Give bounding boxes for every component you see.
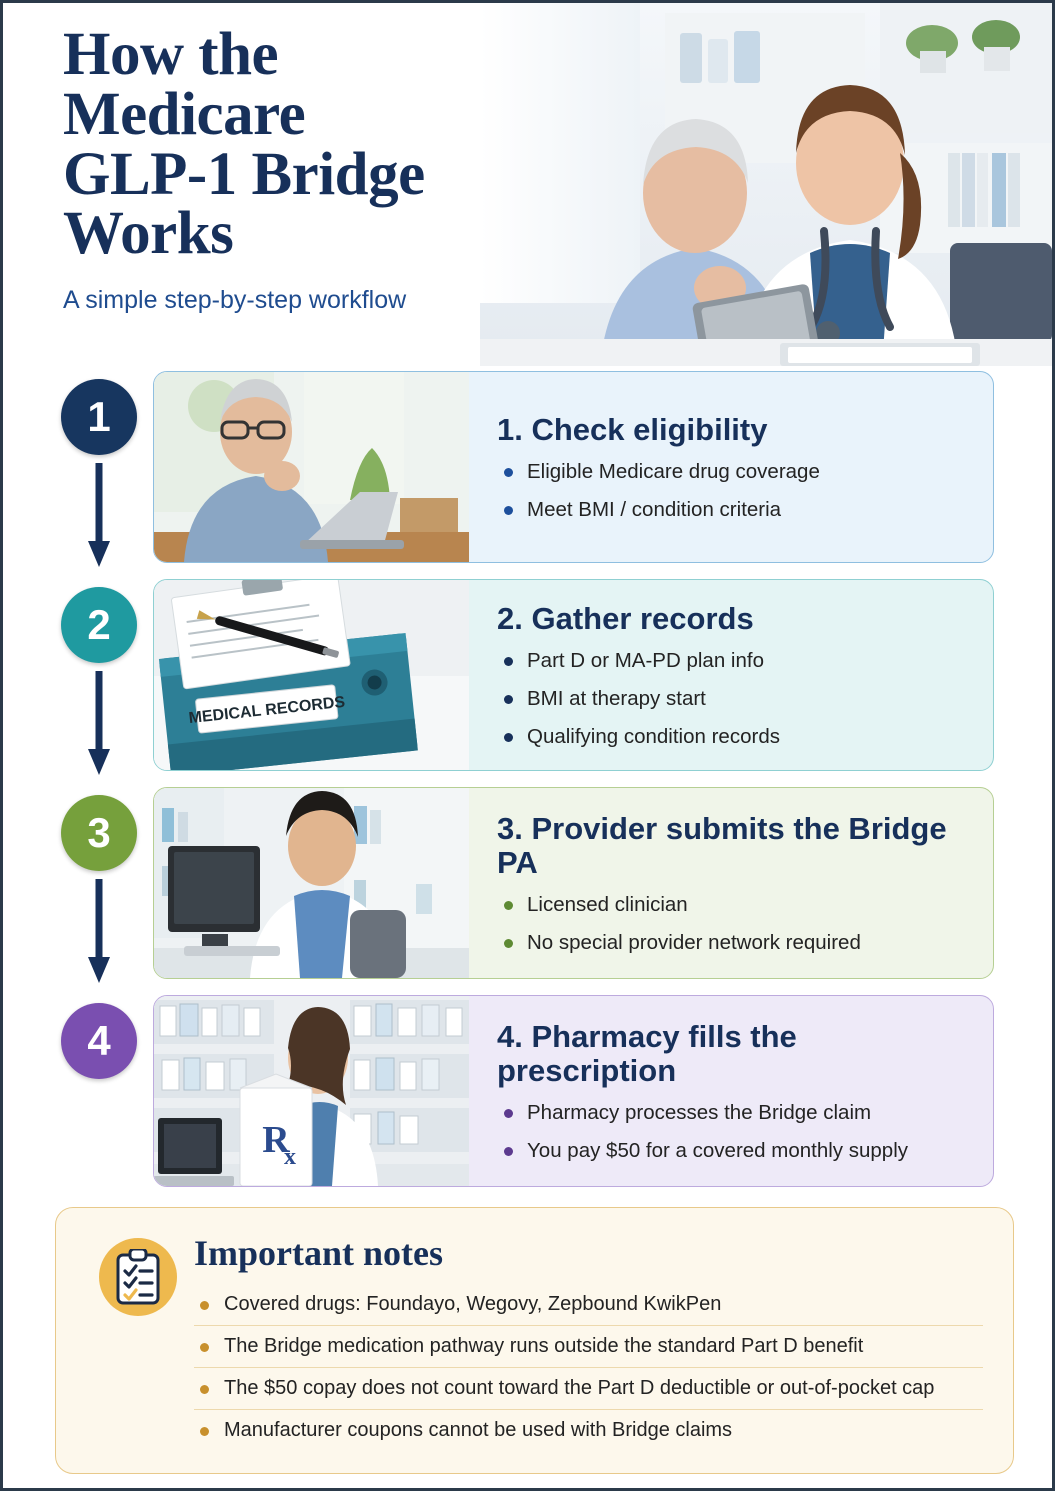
step-2-bullets: Part D or MA-PD plan info BMI at therapy… <box>497 648 967 751</box>
step-4-body: 4. Pharmacy fills the prescription Pharm… <box>469 996 993 1186</box>
step-4-photo: R x <box>154 996 469 1186</box>
step-1-title: 1. Check eligibility <box>497 411 768 447</box>
step-2-badge: 2 <box>61 587 137 663</box>
step-2-number: 2 <box>87 601 111 648</box>
step-1-photo <box>154 372 469 562</box>
step-4-badge: 4 <box>61 1003 137 1079</box>
step-1-arrow-down-icon <box>88 463 110 568</box>
step-row-4: 4 <box>3 995 1052 1187</box>
step-4-bullets: Pharmacy processes the Bridge claim You … <box>497 1100 967 1164</box>
step-3-body: 3. Provider submits the Bridge PA Licens… <box>469 788 993 978</box>
svg-text:x: x <box>284 1144 296 1170</box>
list-item: The Bridge medication pathway runs outsi… <box>194 1326 983 1368</box>
notes-title: Important notes <box>194 1233 443 1273</box>
step-3-arrow-down-icon <box>88 879 110 984</box>
step-1-bullets: Eligible Medicare drug coverage Meet BMI… <box>497 459 967 523</box>
step-row-1: 1 <box>3 371 1052 567</box>
list-item: No special provider network required <box>497 930 967 956</box>
page-subtitle: A simple step-by-step workflow <box>63 286 407 315</box>
step-2-card[interactable]: MEDICAL RECORDS <box>153 579 994 771</box>
list-item: Manufacturer coupons cannot be used with… <box>194 1410 983 1451</box>
step-2-photo: MEDICAL RECORDS <box>154 580 469 770</box>
step-row-2: 2 <box>3 579 1052 775</box>
list-item: Eligible Medicare drug coverage <box>497 459 967 485</box>
clinician-computer-icon <box>154 788 469 978</box>
step-1-number: 1 <box>87 393 111 440</box>
svg-text:R: R <box>262 1119 290 1161</box>
list-item: Covered drugs: Foundayo, Wegovy, Zepboun… <box>194 1284 983 1326</box>
step-4-card[interactable]: R x 4. Pharmacy fills the prescription P… <box>153 995 994 1187</box>
notes-icon-wrap <box>82 1232 194 1316</box>
list-item: You pay $50 for a covered monthly supply <box>497 1138 967 1164</box>
list-item: BMI at therapy start <box>497 686 967 712</box>
important-notes-panel: Important notes Covered drugs: Foundayo,… <box>55 1207 1014 1474</box>
step-2-title: 2. Gather records <box>497 600 754 636</box>
step-3-badge: 3 <box>61 795 137 871</box>
list-item: The $50 copay does not count toward the … <box>194 1368 983 1410</box>
notes-list: Covered drugs: Foundayo, Wegovy, Zepboun… <box>194 1284 983 1451</box>
steps-list: 1 <box>3 371 1052 1187</box>
list-item: Licensed clinician <box>497 892 967 918</box>
step-1-body: 1. Check eligibility Eligible Medicare d… <box>469 372 993 562</box>
list-item: Pharmacy processes the Bridge claim <box>497 1100 967 1126</box>
pharmacist-rx-bag-icon: R x <box>154 996 469 1186</box>
step-4-title: 4. Pharmacy fills the prescription <box>497 1018 797 1088</box>
doctor-patient-photo-icon <box>480 3 1052 366</box>
step-3-title: 3. Provider submits the Bridge PA <box>497 810 947 880</box>
step-1-badge: 1 <box>61 379 137 455</box>
list-item: Meet BMI / condition criteria <box>497 497 967 523</box>
step-row-3: 3 <box>3 787 1052 983</box>
step-2-arrow-down-icon <box>88 671 110 776</box>
step-3-card[interactable]: 3. Provider submits the Bridge PA Licens… <box>153 787 994 979</box>
step-1-card[interactable]: 1. Check eligibility Eligible Medicare d… <box>153 371 994 563</box>
step-3-number: 3 <box>87 809 111 856</box>
step-2-body: 2. Gather records Part D or MA-PD plan i… <box>469 580 993 770</box>
step-3-photo <box>154 788 469 978</box>
step-4-number: 4 <box>87 1017 111 1064</box>
step-3-bullets: Licensed clinician No special provider n… <box>497 892 967 956</box>
list-item: Part D or MA-PD plan info <box>497 648 967 674</box>
notes-content: Important notes Covered drugs: Foundayo,… <box>194 1232 983 1451</box>
senior-man-laptop-icon <box>154 372 469 562</box>
header-photo <box>480 3 1052 366</box>
medical-records-binder-icon: MEDICAL RECORDS <box>154 580 469 770</box>
list-item: Qualifying condition records <box>497 724 967 750</box>
clipboard-checklist-icon <box>99 1238 177 1316</box>
